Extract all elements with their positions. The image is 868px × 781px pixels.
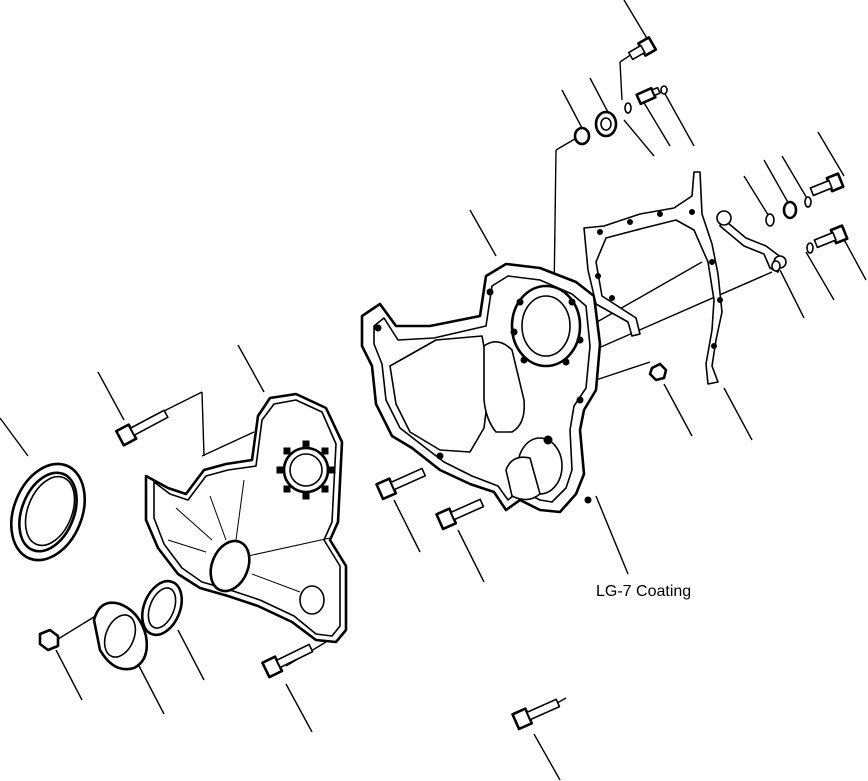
washers: [765, 196, 814, 272]
bolt: [261, 643, 314, 679]
bolt: [627, 36, 658, 61]
bolt: [114, 409, 169, 447]
bolt: [375, 467, 427, 501]
coating-note: LG-7 Coating: [596, 583, 691, 600]
bolts: [38, 36, 849, 731]
pipe-bracket: [716, 210, 787, 273]
bolt: [435, 498, 485, 531]
bolt: [511, 698, 561, 731]
nut: [38, 628, 60, 652]
sensor-plug-stack: [573, 85, 668, 146]
seal-flange: [92, 601, 149, 671]
bolt: [813, 224, 849, 249]
gear-seal: [276, 440, 336, 500]
timing-gear-housing: [360, 262, 602, 514]
bolt: [809, 172, 845, 197]
seal-ring: [140, 579, 184, 637]
housing-gasket: [583, 171, 723, 385]
plug: [648, 362, 668, 382]
front-oil-seal: [10, 462, 86, 562]
